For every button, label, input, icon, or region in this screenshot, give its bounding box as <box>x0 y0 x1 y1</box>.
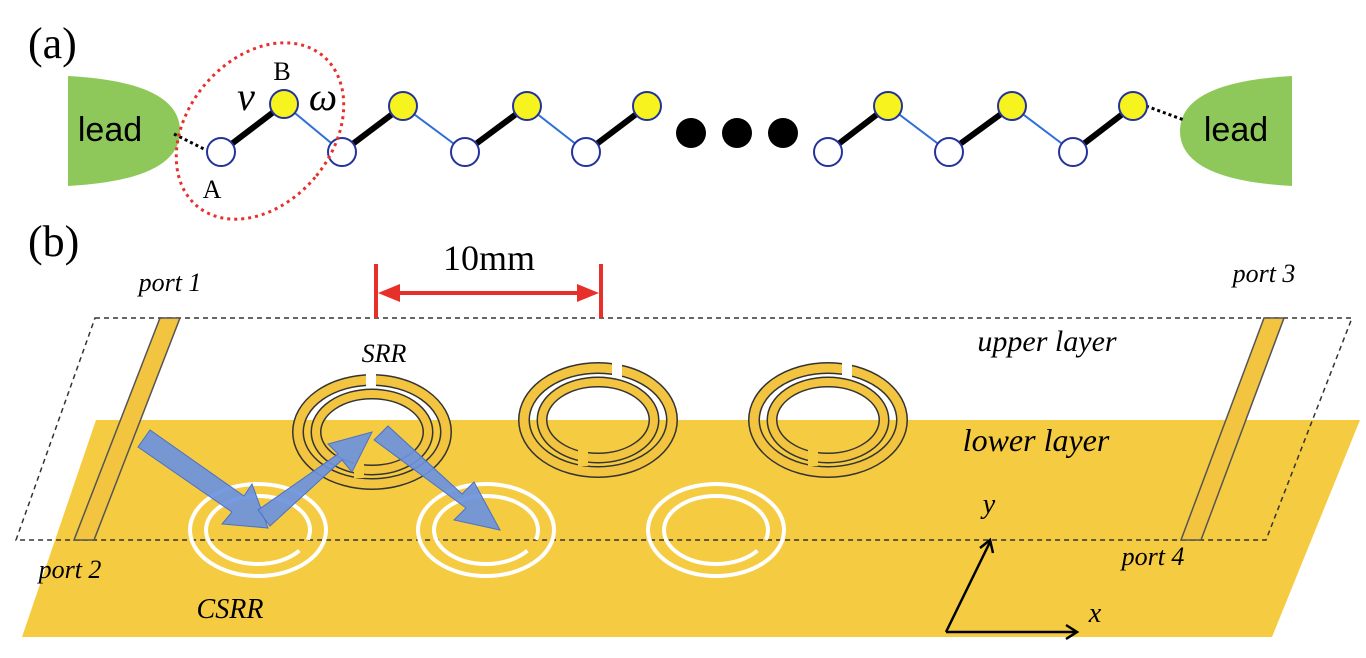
intra-coupling-label: ν <box>237 74 255 119</box>
site-a <box>571 137 601 167</box>
inter-coupling-label: ω <box>309 74 337 119</box>
scale-bar-label: 10mm <box>443 238 535 278</box>
site-b <box>1118 91 1148 121</box>
a-sites <box>206 137 1088 167</box>
b-sites <box>269 89 1148 121</box>
axis-x-label: x <box>1088 598 1102 629</box>
upper-layer-label: upper layer <box>977 325 1116 358</box>
site-b <box>873 91 903 121</box>
ellipsis-dots <box>676 118 798 148</box>
site-a <box>450 137 480 167</box>
site-b <box>388 91 418 121</box>
srr <box>748 361 908 478</box>
port-3-label: port 3 <box>1231 259 1296 288</box>
csrr-label: CSRR <box>197 594 264 625</box>
csrr <box>188 482 328 578</box>
srr <box>292 372 452 490</box>
site-b <box>632 91 662 121</box>
scale-bar <box>374 264 603 318</box>
srr-rings <box>292 361 908 490</box>
site-b <box>269 89 299 119</box>
arrow-csrr-to-srr <box>257 431 373 527</box>
microstrip-right <box>1179 317 1286 541</box>
csrr <box>646 482 786 578</box>
lead-left <box>68 76 180 186</box>
site-a <box>206 137 236 167</box>
lead-right <box>1180 76 1292 186</box>
axis-y-label: y <box>980 489 996 520</box>
port-2-label: port 2 <box>37 555 102 584</box>
site-a <box>813 137 843 167</box>
arrow-port-to-csrr <box>137 429 269 529</box>
port-1-label: port 1 <box>137 268 202 297</box>
coordinate-axes <box>944 537 1080 641</box>
site-a <box>1058 137 1088 167</box>
lower-layer-label: lower layer <box>963 422 1110 458</box>
signal-arrows <box>137 425 501 531</box>
site-b-label: B <box>273 57 290 86</box>
csrr <box>416 482 556 578</box>
site-a-label: A <box>203 175 222 204</box>
panel-b-label: (b) <box>28 217 79 266</box>
lead-coupling-right <box>1145 104 1185 122</box>
site-b <box>997 91 1027 121</box>
microstrip-left <box>72 317 182 541</box>
csrr-rings <box>188 482 786 578</box>
arrow-srr-to-csrr <box>373 425 501 531</box>
panel-a-label: (a) <box>28 19 77 68</box>
site-b <box>512 91 542 121</box>
lead-right-label: lead <box>1204 111 1268 149</box>
upper-layer-outline <box>14 317 1354 541</box>
lead-left-label: lead <box>78 111 142 149</box>
port-4-label: port 4 <box>1120 542 1185 571</box>
site-a <box>934 137 964 167</box>
srr-label: SRR <box>362 339 407 368</box>
srr <box>518 361 678 478</box>
